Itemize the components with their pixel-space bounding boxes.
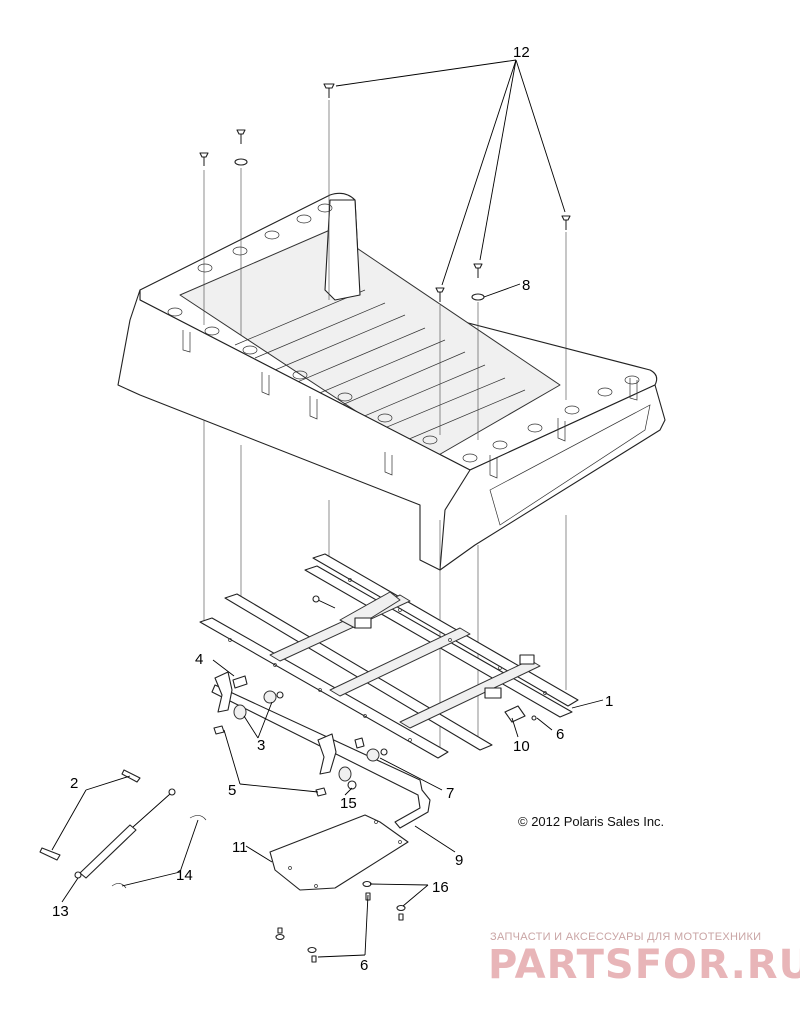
callout-14: 14: [176, 867, 193, 884]
cargo-box: [117, 192, 666, 571]
callout-11: 11: [232, 839, 248, 856]
callout-3: 3: [257, 737, 265, 754]
callout-8: 8: [522, 277, 530, 294]
callout-7: 7: [446, 785, 454, 802]
copyright-notice: © 2012 Polaris Sales Inc.: [518, 814, 664, 829]
callout-5: 5: [228, 782, 236, 799]
skid-plate: [269, 814, 409, 891]
latch-assembly: [211, 671, 537, 829]
callout-9: 9: [455, 852, 463, 869]
callout-15: 15: [340, 795, 357, 812]
support-frame: [199, 553, 579, 759]
callout-6-upper: 6: [556, 726, 564, 743]
callout-16: 16: [432, 879, 449, 896]
gas-strut-13: [74, 788, 176, 879]
bolts-12: [199, 83, 571, 302]
callout-12: 12: [513, 44, 530, 61]
callout-13: 13: [52, 903, 69, 920]
hardware-16-6: [275, 880, 406, 963]
watermark-brand: PARTSFOR.RU: [488, 942, 800, 988]
callout-4: 4: [195, 651, 203, 668]
callout-6-lower: 6: [360, 957, 368, 974]
callout-1: 1: [605, 693, 613, 710]
watermark-tagline: ЗАПЧАСТИ И АКСЕССУАРЫ ДЛЯ МОТОТЕХНИКИ: [490, 931, 761, 943]
callout-labels: 1 2 3 4 5 6 6 7 8 9 10 11 12 13 14 15 16: [52, 44, 613, 974]
callout-10: 10: [513, 738, 530, 755]
watermark: ЗАПЧАСТИ И АКСЕССУАРЫ ДЛЯ МОТОТЕХНИКИ PA…: [488, 931, 800, 988]
frame-pin: [312, 595, 336, 609]
clip-14: [111, 815, 207, 889]
callout-2: 2: [70, 775, 78, 792]
leader-lines: [51, 59, 604, 958]
pin-2: [39, 769, 141, 861]
